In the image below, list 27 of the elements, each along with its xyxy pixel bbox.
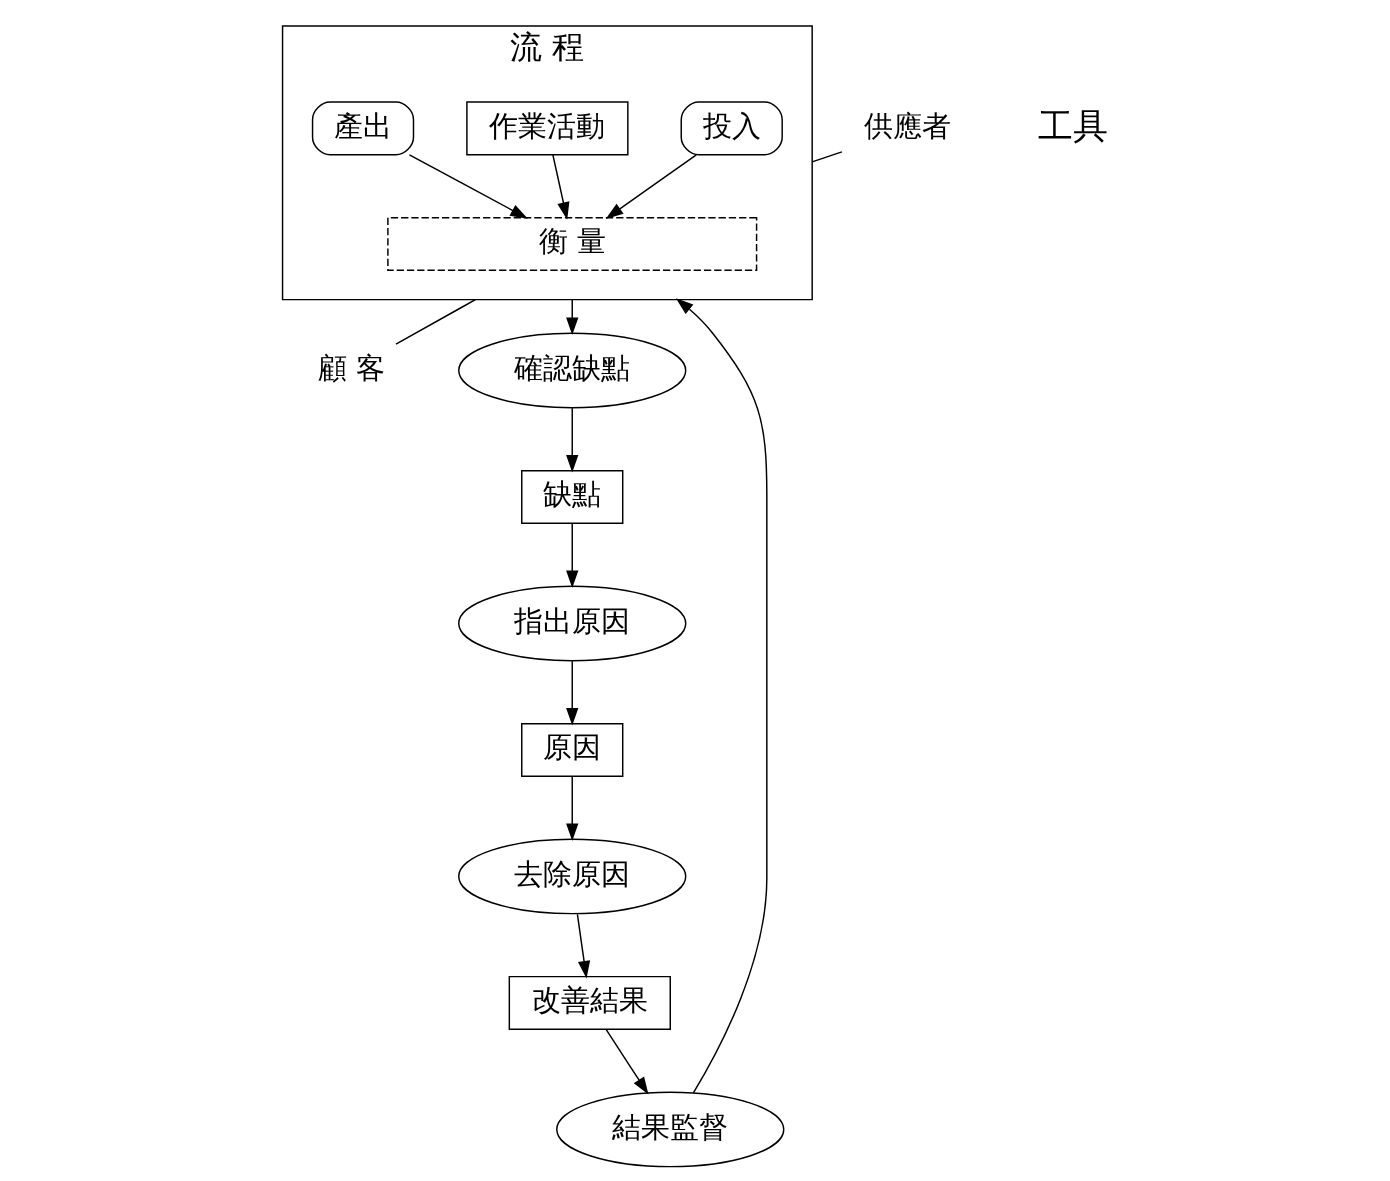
arrow [565, 522, 578, 588]
node-box: 衡 量 [386, 216, 757, 272]
node-box: 原因 [520, 722, 623, 778]
node-ellipse: 結果監督 [555, 1091, 784, 1168]
node-box: 作業活動 [465, 101, 629, 156]
arrow [565, 660, 578, 726]
arrow [675, 298, 768, 1094]
node-text: 顧 客 [317, 350, 385, 385]
connector [394, 298, 476, 345]
node-ellipse: 確認缺點 [457, 332, 686, 409]
arrow [408, 154, 528, 219]
node-ellipse: 指出原因 [457, 585, 686, 662]
arrow [576, 913, 590, 979]
node-box: 投入 [680, 101, 783, 156]
arrow [551, 154, 569, 220]
node-box: 缺點 [520, 469, 623, 525]
arrow [565, 775, 578, 841]
node-box: 產出 [311, 101, 414, 156]
arrow [605, 154, 697, 219]
arrow [604, 1028, 648, 1095]
node-text: 供應者 [863, 108, 951, 143]
label: 工具 [1037, 104, 1108, 146]
connector [810, 151, 843, 163]
arrow [565, 407, 578, 473]
arrow [565, 298, 578, 336]
node-ellipse: 去除原因 [457, 838, 686, 915]
node-box: 改善結果 [508, 975, 671, 1030]
